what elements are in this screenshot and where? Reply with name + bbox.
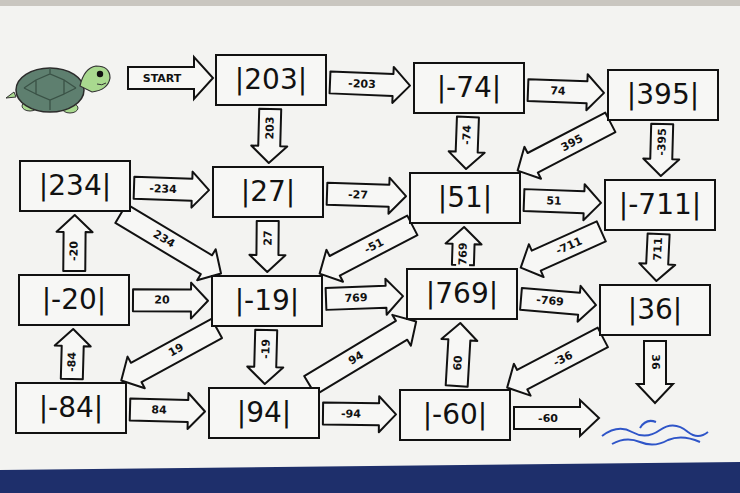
arrow-operation: -36 (549, 347, 576, 370)
blue-ground (0, 462, 740, 493)
arrow-operation: -74 (460, 122, 474, 146)
maze-box: |-19| (211, 275, 323, 327)
block-arrow (327, 178, 406, 214)
box-number: |94| (237, 398, 292, 429)
box-number: |36| (628, 295, 683, 326)
block-arrow (441, 323, 477, 387)
block-arrow (134, 172, 209, 208)
arrow-operation: -27 (346, 188, 370, 202)
arrow-label: START (141, 72, 184, 85)
maze-box: |234| (19, 160, 131, 212)
block-arrow (639, 233, 675, 281)
block-arrow (320, 216, 418, 282)
box-number: |-60| (423, 400, 488, 431)
block-arrow (326, 279, 403, 315)
arrow-operation: 27 (261, 228, 274, 247)
block-arrow (524, 184, 601, 220)
arrow-label: -60 (536, 412, 560, 425)
block-arrow (518, 113, 616, 179)
exit-arrow (514, 400, 599, 436)
box-number: |-711| (619, 190, 701, 221)
block-arrow (330, 67, 410, 103)
box-number: |203| (235, 65, 307, 96)
maze-box: |-60| (399, 389, 511, 441)
block-arrow (521, 221, 606, 277)
box-number: |395| (627, 80, 699, 111)
block-arrow (121, 319, 222, 388)
block-arrow (449, 117, 485, 169)
arrow-operation: 51 (544, 194, 564, 208)
block-arrow (115, 204, 221, 280)
block-arrow (643, 124, 679, 176)
arrow-operation: -234 (147, 182, 179, 196)
arrow-operation: -769 (534, 294, 566, 310)
arrow-operation: 20 (152, 294, 171, 307)
maze-box: |-711| (604, 179, 716, 231)
box-number: |-74| (437, 73, 502, 104)
arrow-operation: 203 (263, 114, 277, 141)
arrow-operation: -203 (345, 77, 377, 91)
arrow-operation: -51 (360, 234, 387, 257)
maze-box: |-20| (18, 274, 130, 326)
arrow-operation: -711 (552, 234, 586, 259)
maze-box: |51| (409, 172, 521, 224)
box-number: |-84| (39, 393, 104, 424)
arrow-operation: 19 (165, 340, 188, 361)
arrow-operation: 234 (149, 227, 179, 252)
ocean-waves (602, 421, 708, 445)
maze-box: |36| (599, 284, 711, 336)
block-arrow (507, 328, 608, 396)
arrow-operation: 74 (548, 84, 568, 98)
box-number: |234| (39, 171, 111, 202)
maze-box: |-84| (15, 382, 127, 434)
arrow-operation: 94 (344, 347, 367, 368)
block-arrow (249, 221, 285, 272)
maze-box: |94| (208, 387, 320, 439)
arrow-operation: -94 (339, 407, 363, 420)
block-arrow (251, 109, 287, 163)
exit-arrow (637, 341, 673, 403)
start-arrow (128, 57, 213, 99)
box-number: |769| (426, 279, 498, 310)
block-arrow (133, 283, 208, 319)
table-edge (0, 0, 740, 6)
arrow-label: 36 (649, 352, 662, 371)
block-arrow (130, 393, 205, 429)
box-number: |27| (241, 177, 296, 208)
box-number: |-19| (235, 286, 300, 317)
arrow-operation: 84 (149, 404, 169, 418)
block-arrow (247, 330, 283, 384)
box-number: |-20| (42, 285, 107, 316)
block-arrow (528, 74, 604, 110)
arrow-operation: 769 (342, 291, 369, 305)
maze-box: |203| (215, 54, 327, 106)
maze-box: |-74| (413, 62, 525, 114)
box-number: |51| (438, 183, 493, 214)
maze-box: |769| (406, 268, 518, 320)
arrow-operation: -395 (655, 126, 669, 158)
turtle (6, 66, 110, 113)
arrow-operation: 60 (451, 353, 465, 373)
arrow-operation: 395 (557, 131, 587, 155)
arrow-operation: 769 (456, 241, 470, 268)
block-arrow (520, 286, 596, 322)
maze-box: |395| (607, 69, 719, 121)
arrow-operation: -84 (65, 350, 79, 374)
maze-box: |27| (212, 166, 324, 218)
arrow-operation: -20 (68, 239, 81, 263)
arrow-operation: 711 (651, 235, 665, 263)
block-arrow (55, 329, 91, 379)
block-arrow (57, 215, 93, 271)
arrow-operation: -19 (259, 336, 273, 360)
block-arrow (323, 396, 396, 432)
